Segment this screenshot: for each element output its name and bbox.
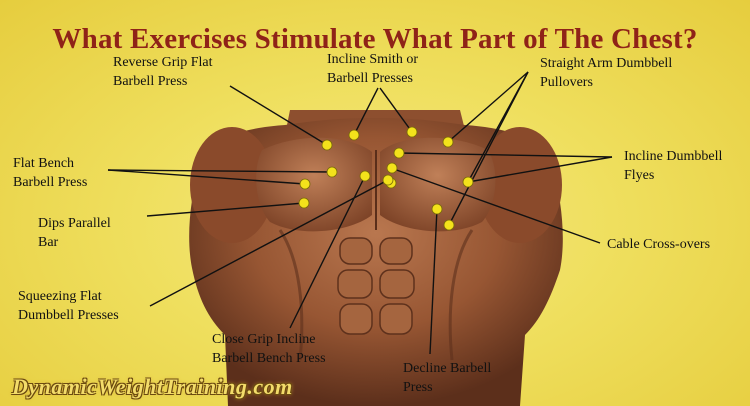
label-squeezing-flat-dumbbell-presses: Squeezing Flat Dumbbell Presses: [18, 289, 119, 323]
incline-flyes-line-1: [398, 152, 613, 158]
target-dot-closeL: [359, 170, 371, 182]
flat-bench-line-2: [107, 169, 306, 185]
dips-line: [146, 202, 305, 217]
cable-line: [390, 167, 601, 244]
site-watermark: DynamicWeightTraining.com: [12, 374, 293, 399]
incline-smith-line-right: [379, 87, 413, 133]
reverse-grip-line: [229, 85, 328, 146]
incline-flyes-line-2: [467, 156, 613, 183]
pullover-line-3: [448, 71, 529, 226]
page-title: What Exercises Stimulate What Part of Th…: [52, 23, 698, 56]
label-straight-arm-dumbbell-pullovers: Straight Arm Dumbbell Pullovers: [540, 56, 673, 90]
target-dot-smithR: [406, 126, 418, 138]
target-dot-declineB: [443, 219, 455, 231]
target-dot-declineA: [431, 203, 443, 215]
label-dips-parallel-bar: Dips Parallel Bar: [38, 216, 111, 250]
label-incline-smith-or-barbell-presses: Incline Smith or Barbell Presses: [327, 52, 418, 86]
target-dot-flatR: [326, 166, 338, 178]
label-close-grip-incline-barbell-bench-press: Close Grip Incline Barbell Bench Press: [212, 332, 326, 366]
target-dot-dips: [298, 197, 310, 209]
target-dot-inclineFlyR: [462, 176, 474, 188]
incline-smith-line-left: [353, 87, 379, 136]
target-dot-closeR: [386, 162, 398, 174]
decline-line: [429, 208, 438, 355]
target-dot-flatL: [299, 178, 311, 190]
target-dot-pullTop: [442, 136, 454, 148]
target-dot-revgrip: [321, 139, 333, 151]
pullover-line-1: [447, 71, 529, 143]
label-cable-cross-overs: Cable Cross-overs: [607, 237, 711, 252]
squeeze-line: [149, 179, 389, 307]
target-dot-smithL: [348, 129, 360, 141]
label-reverse-grip-flat-barbell-press: Reverse Grip Flat Barbell Press: [113, 55, 213, 89]
target-dot-inclineFlyL: [393, 147, 405, 159]
close-grip-line: [289, 175, 366, 329]
label-flat-bench-barbell-press: Flat Bench Barbell Press: [13, 156, 88, 190]
label-incline-dumbbell-flyes: Incline Dumbbell Flyes: [624, 149, 723, 183]
flat-bench-line-1: [107, 169, 333, 173]
label-decline-barbell-press: Decline Barbell Press: [403, 361, 492, 395]
target-dot-squeeze: [382, 174, 394, 186]
